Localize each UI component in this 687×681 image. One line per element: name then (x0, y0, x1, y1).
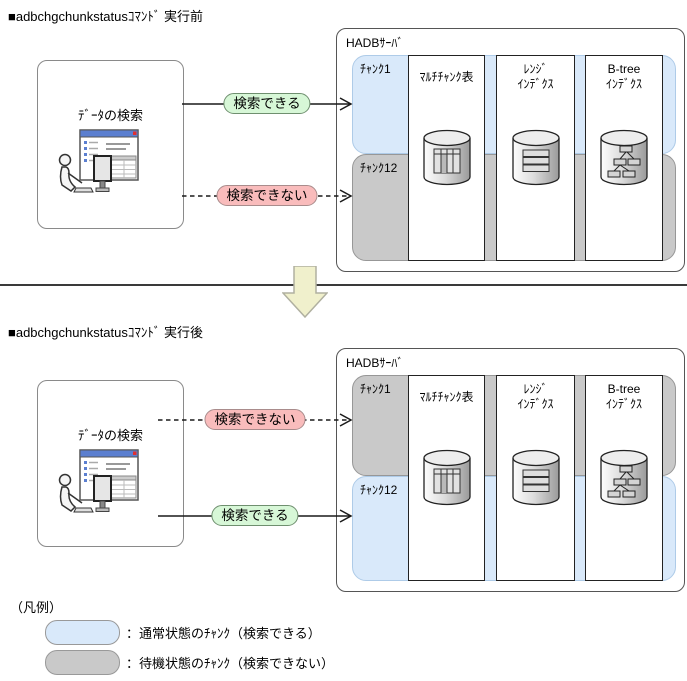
btree-index-column: B-tree ｲﾝﾃﾞｸｽ (585, 55, 663, 261)
section-title-after: ■adbchgchunkstatusｺﾏﾝﾄﾞ 実行後 (8, 325, 203, 340)
list-cylinder-icon (511, 449, 561, 507)
list-cylinder-icon (511, 129, 561, 187)
server-label: HADBｻｰﾊﾞ (346, 356, 404, 370)
search-ok-arrow-after: 検索できる (158, 505, 353, 527)
hadb-server-box-before: HADBｻｰﾊﾞ ﾁｬﾝｸ1 ﾁｬﾝｸ12 ﾏﾙﾁﾁｬﾝｸ表 ﾚﾝｼﾞ ｲﾝﾃﾞ… (336, 28, 685, 272)
column-label: B-tree ｲﾝﾃﾞｸｽ (605, 62, 642, 91)
column-label: ﾏﾙﾁﾁｬﾝｸ表 (419, 69, 474, 84)
status-pill: 検索できない (204, 409, 306, 430)
range-index-column: ﾚﾝｼﾞ ｲﾝﾃﾞｸｽ (496, 375, 575, 581)
person-computer-icon (56, 129, 140, 201)
btree-index-column: B-tree ｲﾝﾃﾞｸｽ (585, 375, 663, 581)
section-title-before: ■adbchgchunkstatusｺﾏﾝﾄﾞ 実行前 (8, 9, 203, 24)
client-box-after: ﾃﾞｰﾀの検索 (37, 380, 184, 547)
chunk-label: ﾁｬﾝｸ1 (360, 382, 391, 396)
column-label: ﾚﾝｼﾞ ｲﾝﾃﾞｸｽ (517, 382, 554, 411)
tree-cylinder-icon (599, 129, 649, 187)
column-label: ﾚﾝｼﾞ ｲﾝﾃﾞｸｽ (517, 62, 554, 91)
legend-item-waiting: ：待機状態のﾁｬﾝｸ（検索できない） (45, 650, 334, 675)
hadb-server-box-after: HADBｻｰﾊﾞ ﾁｬﾝｸ1 ﾁｬﾝｸ12 ﾏﾙﾁﾁｬﾝｸ表 ﾚﾝｼﾞ ｲﾝﾃﾞ… (336, 348, 685, 592)
search-ng-arrow-before: 検索できない (182, 185, 353, 207)
status-pill: 検索できない (216, 185, 318, 206)
server-label: HADBｻｰﾊﾞ (346, 36, 404, 50)
client-label: ﾃﾞｰﾀの検索 (77, 108, 143, 123)
legend-label: ：待機状態のﾁｬﾝｸ（検索できない） (126, 656, 335, 671)
tree-cylinder-icon (599, 449, 649, 507)
column-label: B-tree ｲﾝﾃﾞｸｽ (605, 382, 642, 411)
table-cylinder-icon (422, 449, 472, 507)
waiting-chunk-swatch (45, 650, 120, 675)
status-pill: 検索できる (211, 505, 299, 526)
search-ok-arrow-before: 検索できる (182, 93, 353, 115)
chunk-label: ﾁｬﾝｸ1 (360, 62, 391, 76)
section-divider (0, 284, 687, 286)
multi-chunk-table-column: ﾏﾙﾁﾁｬﾝｸ表 (408, 55, 485, 261)
client-box-before: ﾃﾞｰﾀの検索 (37, 60, 184, 229)
legend-label: ：通常状態のﾁｬﾝｸ（検索できる） (126, 626, 321, 641)
table-cylinder-icon (422, 129, 472, 187)
status-pill: 検索できる (223, 93, 311, 114)
person-computer-icon (56, 449, 140, 521)
legend-title: （凡例） (10, 600, 63, 615)
legend-item-normal: ：通常状態のﾁｬﾝｸ（検索できる） (45, 620, 321, 645)
range-index-column: ﾚﾝｼﾞ ｲﾝﾃﾞｸｽ (496, 55, 575, 261)
normal-chunk-swatch (45, 620, 120, 645)
chunk-label: ﾁｬﾝｸ12 (360, 161, 398, 175)
transition-arrow-icon (282, 266, 328, 318)
client-label: ﾃﾞｰﾀの検索 (77, 428, 143, 443)
chunk-label: ﾁｬﾝｸ12 (360, 483, 398, 497)
search-ng-arrow-after: 検索できない (158, 409, 353, 431)
multi-chunk-table-column: ﾏﾙﾁﾁｬﾝｸ表 (408, 375, 485, 581)
column-label: ﾏﾙﾁﾁｬﾝｸ表 (419, 389, 474, 404)
